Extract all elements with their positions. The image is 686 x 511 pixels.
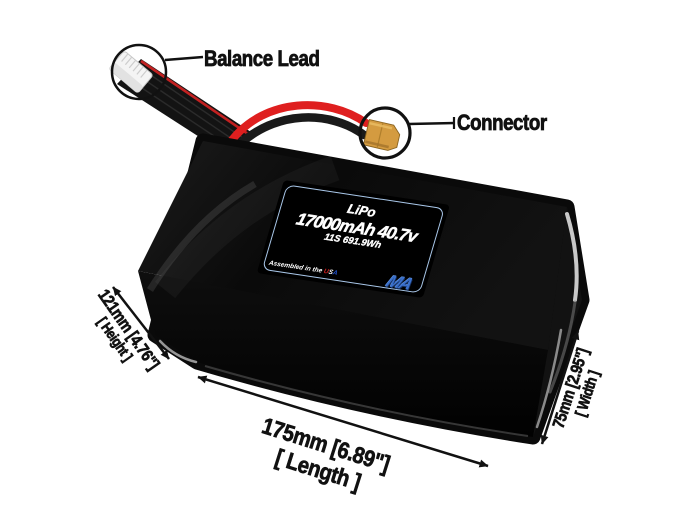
battery-body <box>138 133 590 445</box>
balance-lead-wires <box>117 59 254 158</box>
label-assembled-usa: Assembled in the USA <box>268 260 339 277</box>
xt-connector <box>362 118 401 151</box>
assembled-prefix: Assembled in the <box>267 259 325 275</box>
balance-lead-circle <box>110 43 168 101</box>
connector-leader-line <box>408 121 456 126</box>
connector-callout-label: Connector <box>457 110 548 136</box>
width-dimension-arrow <box>540 330 580 445</box>
balance-lead-callout-label: Balance Lead <box>204 46 321 72</box>
height-dimension-arrow <box>112 286 170 360</box>
brand-logo: MA <box>382 272 416 294</box>
red-wire <box>228 101 370 144</box>
usa-letter-a: A <box>331 269 339 277</box>
connector-circle <box>358 106 412 160</box>
balance-lead-leader-line <box>164 55 204 62</box>
black-wire <box>233 113 369 151</box>
power-wires <box>228 101 370 151</box>
length-dimension-arrow <box>197 375 489 468</box>
balance-connector <box>109 51 153 93</box>
label-text-block: LiPo 17000mAh 40.7v 11S 691.9Wh <box>268 191 447 259</box>
